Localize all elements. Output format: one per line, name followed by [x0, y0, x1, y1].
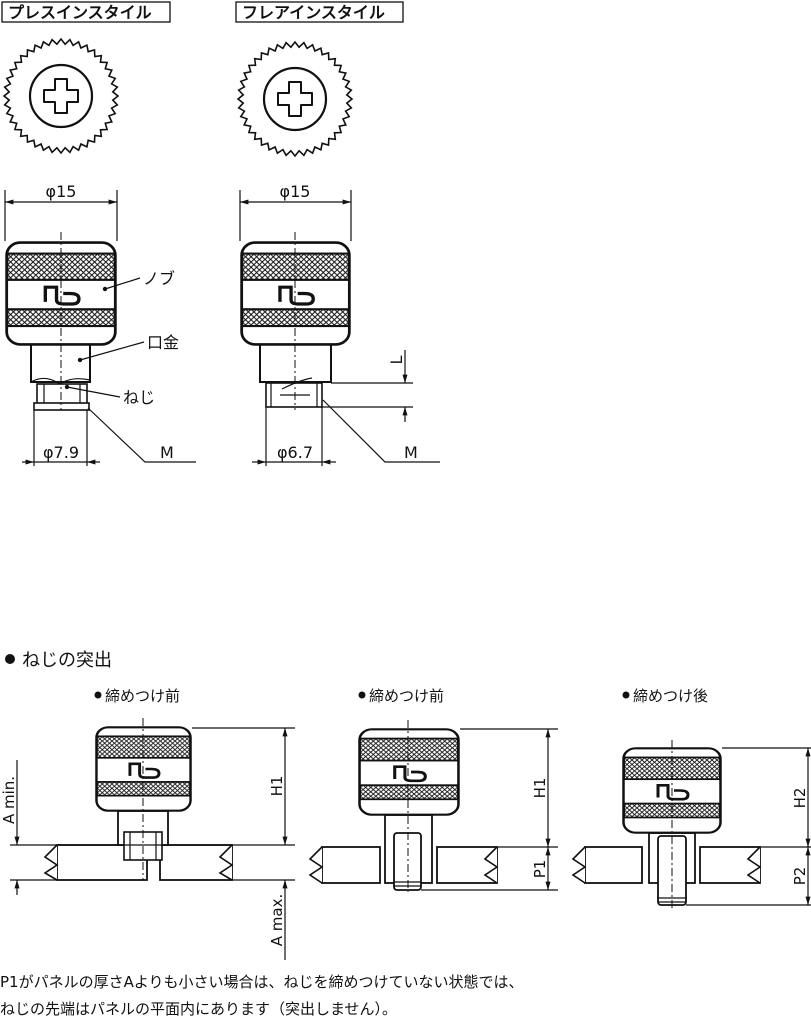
- note-line-1: P1がパネルの厚さAよりも小さい場合は、ねじを締めつけていない状態では、: [0, 973, 524, 991]
- dim-p1: P1: [531, 860, 549, 879]
- top-view-serrated-knob: [2, 37, 120, 155]
- dim-h2: H2: [791, 788, 809, 809]
- flare-in-title: フレアインスタイル: [242, 3, 385, 22]
- dim-h1: H1: [531, 778, 549, 799]
- panel: [159, 844, 233, 881]
- title-box: [1, 1, 171, 23]
- dim-length-l: L: [387, 355, 406, 364]
- label-thread-m: M: [160, 443, 174, 462]
- figure-before-tightening-1: 締めつけ前 H1 A min. A max.: [0, 687, 295, 960]
- panel: [321, 846, 381, 884]
- label-thread-m: M: [404, 443, 418, 462]
- label-ferrule: 口金: [147, 333, 179, 352]
- figure-caption: 締めつけ前: [369, 687, 444, 705]
- figure-caption: 締めつけ後: [633, 687, 708, 705]
- dim-h1: H1: [268, 776, 286, 797]
- dim-knob-diameter: φ15: [280, 182, 311, 201]
- dim-thread-diameter: φ6.7: [277, 443, 313, 462]
- phillips-cross-icon: [43, 78, 79, 114]
- dim-thread-diameter: φ7.9: [43, 443, 79, 462]
- bullet-icon: [5, 654, 15, 664]
- protrusion-section: ねじの突出 締めつけ前 H1 A min. A max. 締めつけ前: [0, 650, 811, 1018]
- phillips-cross-icon: [277, 81, 313, 117]
- label-screw: ねじ: [123, 388, 155, 407]
- label-knob: ノブ: [143, 269, 175, 288]
- section-heading: ねじの突出: [22, 650, 112, 671]
- note-line-2: ねじの先端はパネルの平面内にあります（突出しません）。: [0, 1000, 397, 1018]
- figure-after-tightening: 締めつけ後 H2 P2: [571, 687, 811, 908]
- figure-caption: 締めつけ前: [105, 687, 180, 705]
- panel: [584, 846, 643, 884]
- press-in-title: プレスインスタイル: [8, 3, 152, 22]
- figure-before-tightening-2: 締めつけ前 H1 P1: [308, 687, 558, 892]
- top-view-serrated-knob: [236, 40, 354, 158]
- dim-a-min: A min.: [0, 776, 18, 824]
- dim-p2: P2: [791, 867, 809, 886]
- title-box: [235, 1, 404, 23]
- dim-knob-diameter: φ15: [46, 182, 77, 201]
- panel: [436, 846, 498, 884]
- press-in-style-view: プレスインスタイル φ15 ノブ 口金 ねじ φ7.9 M: [1, 1, 196, 466]
- flare-in-style-view: フレアインスタイル φ15 L φ6.7 M: [235, 1, 440, 466]
- dim-a-max: A max.: [268, 894, 286, 946]
- knob: [358, 728, 460, 816]
